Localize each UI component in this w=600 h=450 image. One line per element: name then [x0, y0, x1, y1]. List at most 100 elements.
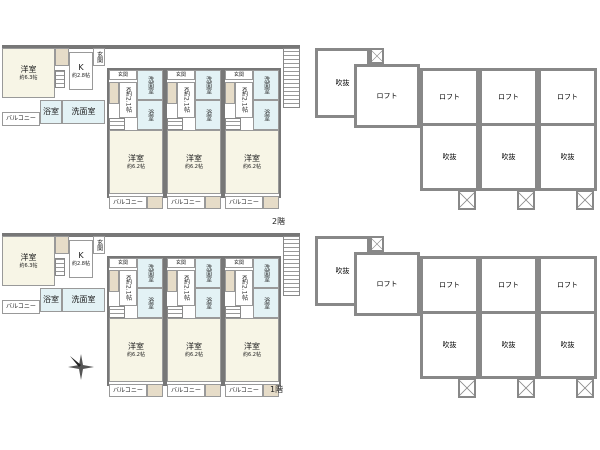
- room-bath: 浴室: [40, 100, 62, 124]
- room-size: 約6.2帖: [243, 351, 261, 358]
- room-name: 洗面室: [146, 76, 154, 94]
- room-bath: 浴室: [253, 100, 279, 130]
- entrance: 玄関: [225, 70, 253, 80]
- loft-label: ロフト: [557, 281, 578, 289]
- room-name: 玄関: [117, 72, 128, 78]
- balcony: バルコニー: [2, 112, 40, 126]
- balcony-label: バルコニー: [113, 386, 143, 394]
- room-washroom: 洗面室: [253, 70, 279, 100]
- room-washroom: 洗面室: [195, 70, 221, 100]
- balcony-label: バルコニー: [171, 386, 201, 394]
- closet: [225, 82, 235, 104]
- void-area: 吹抜: [479, 311, 538, 379]
- skylight: [576, 190, 594, 210]
- outdoor-unit: [205, 384, 221, 397]
- room-name: 洋室: [128, 342, 144, 352]
- room-size: 約6.3帖: [19, 262, 38, 269]
- balcony-label: バルコニー: [229, 198, 259, 206]
- room-bath: 浴室: [253, 288, 279, 318]
- room-western: 洋室約6.3帖: [2, 48, 55, 98]
- balcony: バルコニー: [225, 196, 263, 209]
- room-western: 洋室約6.2帖: [225, 318, 279, 382]
- room-name: 浴室: [43, 107, 59, 117]
- loft-label: ロフト: [439, 93, 460, 101]
- room-name: 洋室: [186, 154, 202, 164]
- indoor-stairs: [225, 306, 241, 318]
- room-name: 洗面室: [146, 264, 154, 282]
- void-area: 吹抜: [420, 311, 479, 379]
- loft-area: ロフト: [479, 68, 538, 126]
- room-name: 洗面室: [262, 264, 270, 282]
- void-label: 吹抜: [442, 341, 457, 349]
- room-bath: 浴室: [195, 288, 221, 318]
- balcony-label: バルコニー: [6, 303, 36, 311]
- room-kitchen: K約2.1帖: [177, 82, 195, 118]
- room-kitchen: K約2.1帖: [119, 82, 137, 118]
- skylight: [370, 48, 384, 64]
- building-outline: [2, 233, 300, 237]
- room-name: 洗面室: [204, 76, 212, 94]
- skylight: [517, 190, 535, 210]
- room-name: K約2.1帖: [182, 87, 190, 113]
- void-area: 吹抜: [538, 123, 597, 191]
- room-name: K約2.1帖: [124, 87, 132, 113]
- balcony: バルコニー: [109, 196, 147, 209]
- room-name: 玄関: [95, 239, 103, 251]
- room-name: 玄関: [233, 260, 244, 266]
- loft-label: ロフト: [498, 93, 519, 101]
- balcony-label: バルコニー: [171, 198, 201, 206]
- outdoor-unit: [147, 384, 163, 397]
- room-name: K約2.1帖: [240, 87, 248, 113]
- room-kitchen: K約2.1帖: [177, 270, 195, 306]
- balcony-label: バルコニー: [229, 386, 259, 394]
- room-name: 洋室: [20, 253, 37, 263]
- room-name: 玄関: [95, 51, 103, 63]
- closet: [167, 270, 177, 292]
- indoor-stairs: [55, 70, 65, 88]
- void-label: 吹抜: [335, 267, 350, 275]
- loft-label: ロフト: [439, 281, 460, 289]
- balcony: バルコニー: [225, 384, 263, 397]
- outdoor-unit: [205, 196, 221, 209]
- closet: [55, 236, 69, 254]
- room-name: 浴室: [146, 109, 154, 121]
- room-size: 約2.8帖: [72, 72, 90, 79]
- balcony: バルコニー: [109, 384, 147, 397]
- room-name: 洋室: [244, 154, 260, 164]
- room-kitchen: K約2.1帖: [119, 270, 137, 306]
- room-name: 浴室: [146, 297, 154, 309]
- room-name: 洋室: [128, 154, 144, 164]
- room-name: K約2.1帖: [124, 275, 132, 301]
- room-bath: 浴室: [40, 288, 62, 312]
- void-area: 吹抜: [538, 311, 597, 379]
- closet: [167, 82, 177, 104]
- void-label: 吹抜: [501, 153, 516, 161]
- outdoor-unit: [263, 384, 279, 397]
- loft-label: ロフト: [376, 280, 398, 288]
- closet: [109, 270, 119, 292]
- loft-label: ロフト: [557, 93, 578, 101]
- room-name: 浴室: [204, 109, 212, 121]
- loft-area: ロフト: [538, 68, 597, 126]
- room-western: 洋室約6.2帖: [109, 130, 163, 194]
- closet: [55, 48, 69, 66]
- building-outline: [2, 45, 300, 49]
- void-label: 吹抜: [560, 153, 575, 161]
- loft-area: ロフト: [354, 64, 420, 128]
- room-name: 洗面室: [262, 76, 270, 94]
- loft-area: ロフト: [420, 68, 479, 126]
- floor-label: 1階: [270, 385, 284, 394]
- balcony: バルコニー: [2, 300, 40, 314]
- entrance: 玄関: [109, 258, 137, 268]
- room-washroom: 洗面室: [62, 288, 105, 312]
- room-western: 洋室約6.2帖: [109, 318, 163, 382]
- room-name: 玄関: [175, 72, 186, 78]
- room-name: 洋室: [20, 65, 37, 75]
- room-name: K約2.1帖: [240, 275, 248, 301]
- room-name: K: [78, 63, 84, 73]
- room-size: 約6.3帖: [19, 74, 38, 81]
- room-name: 浴室: [43, 295, 59, 305]
- room-size: 約6.2帖: [185, 163, 203, 170]
- loft-area: ロフト: [420, 256, 479, 314]
- void-label: 吹抜: [560, 341, 575, 349]
